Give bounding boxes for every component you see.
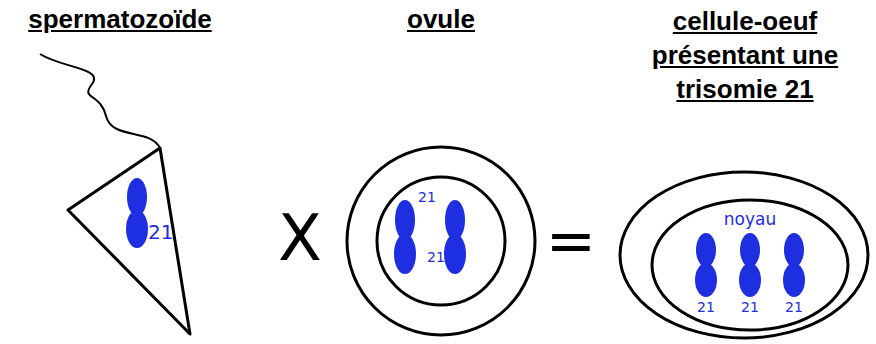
cell-heading: cellule-oeuf présentant une trisomie 21 [625,4,865,106]
sperm-tail [40,54,160,148]
cell-heading: spermatozoïde [28,6,212,32]
chromosome [126,210,148,248]
chromosome [695,263,717,297]
chromosome [739,263,761,297]
nucleus-label: noyau [724,211,776,228]
chromosome [783,263,805,297]
cell-outline [377,177,505,305]
chromosome [444,234,466,274]
cell-outline [620,172,868,338]
sperm-cell: spermatozoïde21 [65,140,195,338]
cell-outline [347,147,535,335]
egg-cell: ovule2121 [345,145,537,337]
cell-outline [652,200,848,330]
cell-outline [68,148,190,334]
zygote-cell: cellule-oeuf présentant une trisomie 21n… [618,170,870,340]
cross-sign: X [278,206,322,270]
chromosome-number: 21 [427,250,445,264]
chromosome-number: 21 [785,300,803,314]
chromosome [740,233,760,267]
outline-shape [345,145,537,337]
outline-shape [618,170,870,340]
chromosome-number: 21 [148,222,173,242]
cell-heading: ovule [407,6,475,32]
chromosome [394,234,416,274]
chromosome [696,233,716,267]
chromosome-number: 21 [697,300,715,314]
chromosome-number: 21 [418,190,436,204]
nucleus: noyau 21 21 21 [650,198,850,332]
chromosome-group [126,178,805,297]
chromosome-number: 21 [741,300,759,314]
outline-shape [65,140,195,338]
equals-sign: = [546,210,596,270]
chromosome [784,233,804,267]
